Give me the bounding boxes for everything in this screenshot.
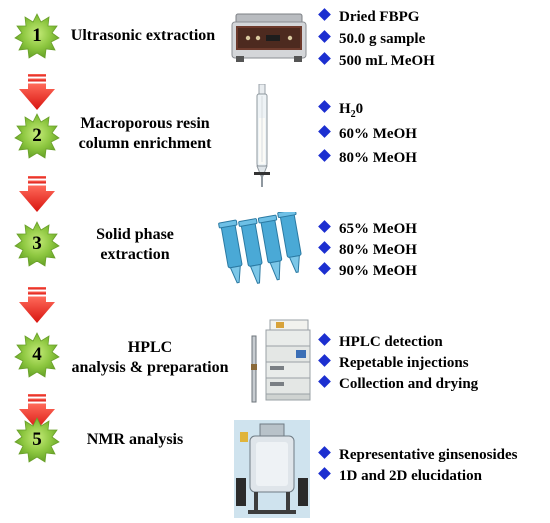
step-number: 5 [32,429,42,450]
list-item: HPLC detection [318,333,443,351]
diamond-bullet-icon [318,333,331,346]
diamond-bullet-icon [318,125,331,138]
list-item: Representative ginsenosides [318,446,517,464]
list-item: Collection and drying [318,375,478,393]
spe-cartridges-image [216,209,308,295]
down-arrow-icon [18,286,56,324]
list-item: Repetable injections [318,354,469,372]
step-title: Ultrasonic extraction [70,27,216,44]
step-badge-2: 2 [14,113,60,159]
step-badge-1: 1 [14,13,60,59]
list-item: 90% MeOH [318,262,417,280]
diamond-bullet-icon [318,375,331,388]
step-title-line: HPLC [127,339,173,356]
list-item: 80% MeOH [318,149,417,167]
ultrasonic-bath-image [228,12,310,69]
step-title: HPLC analysis & preparation [60,338,240,378]
list-item: 60% MeOH [318,125,417,143]
diamond-bullet-icon [318,241,331,254]
diamond-bullet-icon [318,354,331,367]
step-title: Macroporous resin column enrichment [60,114,230,154]
step-title-line: Macroporous resin [80,115,210,132]
resin-column-image [250,83,274,193]
list-item: 1D and 2D elucidation [318,467,482,485]
list-item: 500 mL MeOH [318,52,435,70]
step-title: Solid phase extraction [60,225,210,265]
list-item: Dried FBPG [318,8,419,26]
down-arrow-icon [18,73,56,111]
step-badge-3: 3 [14,221,60,267]
step-title-line: analysis & preparation [71,359,229,376]
list-item: 65% MeOH [318,220,417,238]
diamond-bullet-icon [318,467,331,480]
step-title-line: extraction [100,246,170,263]
step-badge-5: 5 [14,417,60,463]
diamond-bullet-icon [318,446,331,459]
diamond-bullet-icon [318,30,331,43]
hplc-instrument-image [240,318,316,411]
nmr-spectrometer-image [234,420,310,523]
list-item: 50.0 g sample [318,30,425,48]
list-item: H20 [318,100,363,124]
diamond-bullet-icon [318,8,331,21]
step-title-line: Solid phase [96,226,174,243]
diamond-bullet-icon [318,262,331,275]
diamond-bullet-icon [318,220,331,233]
step-number: 3 [32,233,42,254]
diamond-bullet-icon [318,100,331,113]
step-title: NMR analysis [86,431,184,448]
diamond-bullet-icon [318,149,331,162]
step-title-line: column enrichment [78,135,212,152]
step-number: 2 [32,125,42,146]
down-arrow-icon [18,175,56,213]
step-number: 1 [32,25,42,46]
step-badge-4: 4 [14,332,60,378]
list-item: 80% MeOH [318,241,417,259]
diamond-bullet-icon [318,52,331,65]
step-number: 4 [32,344,42,365]
